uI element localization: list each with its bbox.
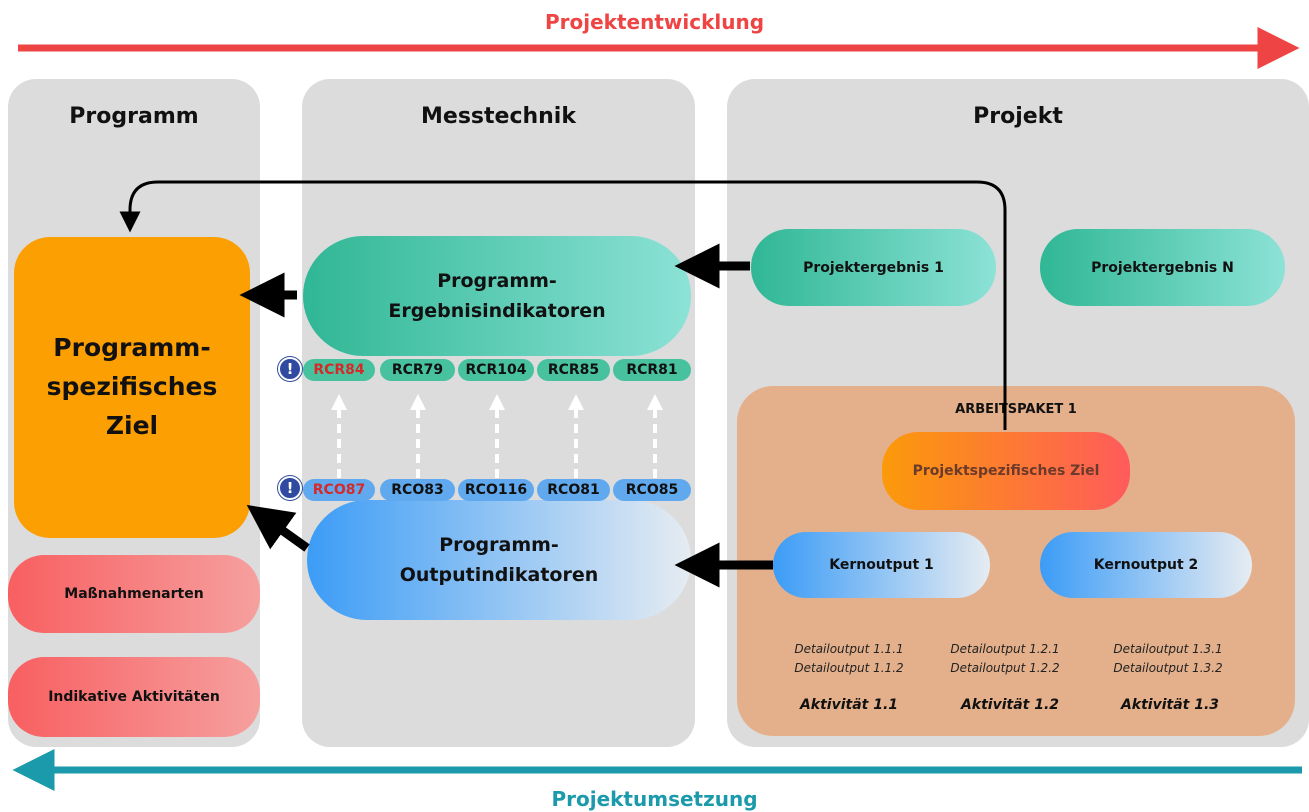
detail-output-item: Detailoutput 1.1.2	[794, 661, 904, 676]
activity-label: Aktivität 1.1	[799, 697, 899, 713]
output-indicators-line: Outputindikatoren	[399, 564, 599, 586]
result-code-pill: RCR79	[380, 359, 455, 381]
programme-specific-goal: Programm- spezifisches Ziel	[14, 237, 250, 538]
detail-output-item: Detailoutput 1.3.1	[1113, 642, 1223, 656]
project-result-n: Projektergebnis N	[1040, 229, 1285, 306]
output-indicators-box: Programm- Outputindikatoren	[307, 500, 691, 620]
detail-output-item: Detailoutput 1.1.1	[794, 642, 904, 656]
programm-panel-title: Programm	[69, 103, 199, 129]
activity-label: Aktivität 1.2	[960, 697, 1060, 713]
measure-types-box: Maßnahmenarten	[8, 555, 260, 633]
outputs-to-goal-arrow	[246, 504, 310, 552]
result-code-pill: RCR81	[613, 359, 691, 381]
result-indicators-box: Programm- Ergebnisindikatoren	[303, 236, 691, 356]
result-code-pill: RCR104	[458, 359, 534, 381]
project-development-title: Projektentwicklung	[544, 10, 765, 34]
detail-output-item: Detailoutput 1.2.2	[950, 661, 1060, 676]
workpackage-title: ARBEITSPAKET 1	[955, 401, 1077, 417]
core-output-2: Kernoutput 2	[1040, 532, 1252, 598]
output-indicators-line: Programm-	[439, 533, 559, 556]
programme-specific-goal-line: spezifisches	[46, 372, 218, 402]
output-code-pill: RCO87	[303, 479, 375, 501]
alert-badge-icon: !	[278, 476, 302, 500]
result-indicators-line: Programm-	[437, 269, 557, 292]
detail-output-group: Detailoutput 1.1.1 Detailoutput 1.1.2	[784, 640, 914, 678]
alert-badge-icon: !	[278, 357, 302, 381]
feedback-connector	[119, 180, 1007, 430]
programme-specific-goal-line: Ziel	[105, 410, 159, 440]
detail-output-item: Detailoutput 1.3.2	[1113, 661, 1223, 676]
project-implementation-title: Projektumsetzung	[551, 787, 758, 811]
result-indicators-line: Ergebnisindikatoren	[388, 300, 606, 322]
core-output-1: Kernoutput 1	[773, 532, 990, 598]
detail-output-group: Detailoutput 1.3.1 Detailoutput 1.3.2	[1103, 640, 1233, 678]
activity-label: Aktivität 1.3	[1120, 697, 1220, 713]
result-code-pill: RCR85	[537, 359, 610, 381]
indicative-activities-box: Indikative Aktivitäten	[8, 657, 260, 737]
detail-output-item: Detailoutput 1.2.1	[950, 642, 1060, 656]
detail-output-group: Detailoutput 1.2.1 Detailoutput 1.2.2	[940, 640, 1070, 678]
output-code-pill: RCO83	[380, 479, 455, 501]
output-code-pill: RCO85	[613, 479, 691, 501]
output-code-pill: RCO116	[458, 479, 534, 501]
projekt-panel-title: Projekt	[973, 103, 1063, 129]
programme-specific-goal-line: Programm-	[53, 333, 211, 363]
output-code-pill: RCO81	[537, 479, 610, 501]
project-specific-goal: Projektspezifisches Ziel	[882, 432, 1130, 510]
project-result-1: Projektergebnis 1	[751, 229, 996, 306]
messtechnik-panel-title: Messtechnik	[421, 103, 576, 129]
result-code-pill: RCR84	[303, 359, 375, 381]
